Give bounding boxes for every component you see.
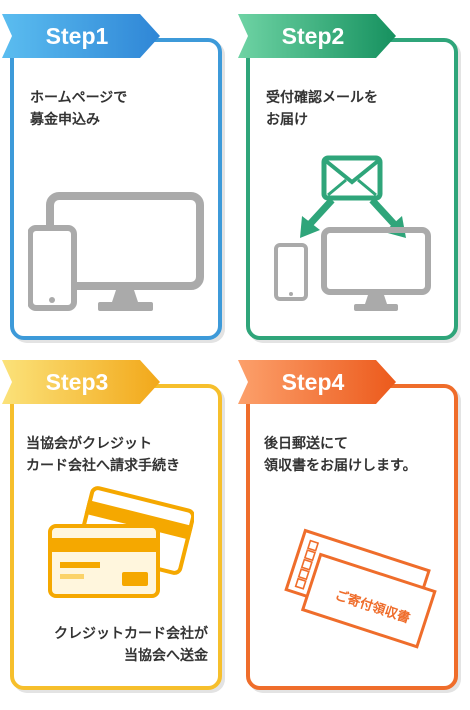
step4-tab: Step4 — [238, 360, 398, 404]
step4-label: Step4 — [281, 369, 345, 395]
envelope-shape — [284, 528, 437, 649]
computer-and-tablet-icon — [28, 192, 204, 311]
step4-text-line1: 後日郵送にて — [264, 436, 348, 452]
step2-text: 受付確認メールを お届け — [266, 87, 378, 131]
step4-text: 後日郵送にて 領収書をお届けします。 — [264, 433, 417, 477]
step3-bottom-line2: 当協会へ送金 — [124, 648, 208, 664]
step3-tab-shape — [2, 360, 160, 404]
step2-tab: Step2 — [238, 14, 398, 58]
step2-label: Step2 — [281, 23, 345, 49]
step1-text-line1: ホームページで — [30, 90, 128, 106]
step3-text-line2: カード会社へ請求手続き — [26, 458, 180, 474]
step2-text-line2: お届け — [266, 112, 308, 128]
step3-text-line1: 当協会がクレジット — [26, 436, 152, 452]
step1-tab-shape — [2, 14, 160, 58]
step3-bottom-text: クレジットカード会社が 当協会へ送金 — [54, 623, 208, 667]
step3-tab: Step3 — [2, 360, 162, 404]
step3-text: 当協会がクレジット カード会社へ請求手続き — [26, 433, 180, 477]
step2-tab-shape — [238, 14, 396, 58]
step4-text-line2: 領収書をお届けします。 — [264, 458, 417, 474]
credit-cards-icon — [48, 486, 194, 598]
step2-text-line1: 受付確認メールを — [266, 90, 378, 106]
step3-label: Step3 — [45, 369, 109, 395]
step1-tab: Step1 — [2, 14, 162, 58]
step3-bottom-line1: クレジットカード会社が — [54, 626, 208, 642]
email-to-devices-icon — [274, 155, 431, 311]
step1-text: ホームページで 募金申込み — [30, 87, 127, 131]
receipt-envelope-icon: ご寄付領収書 — [268, 520, 448, 670]
step1-label: Step1 — [45, 23, 109, 49]
step4-tab-shape — [238, 360, 396, 404]
step1-text-line2: 募金申込み — [30, 112, 100, 128]
